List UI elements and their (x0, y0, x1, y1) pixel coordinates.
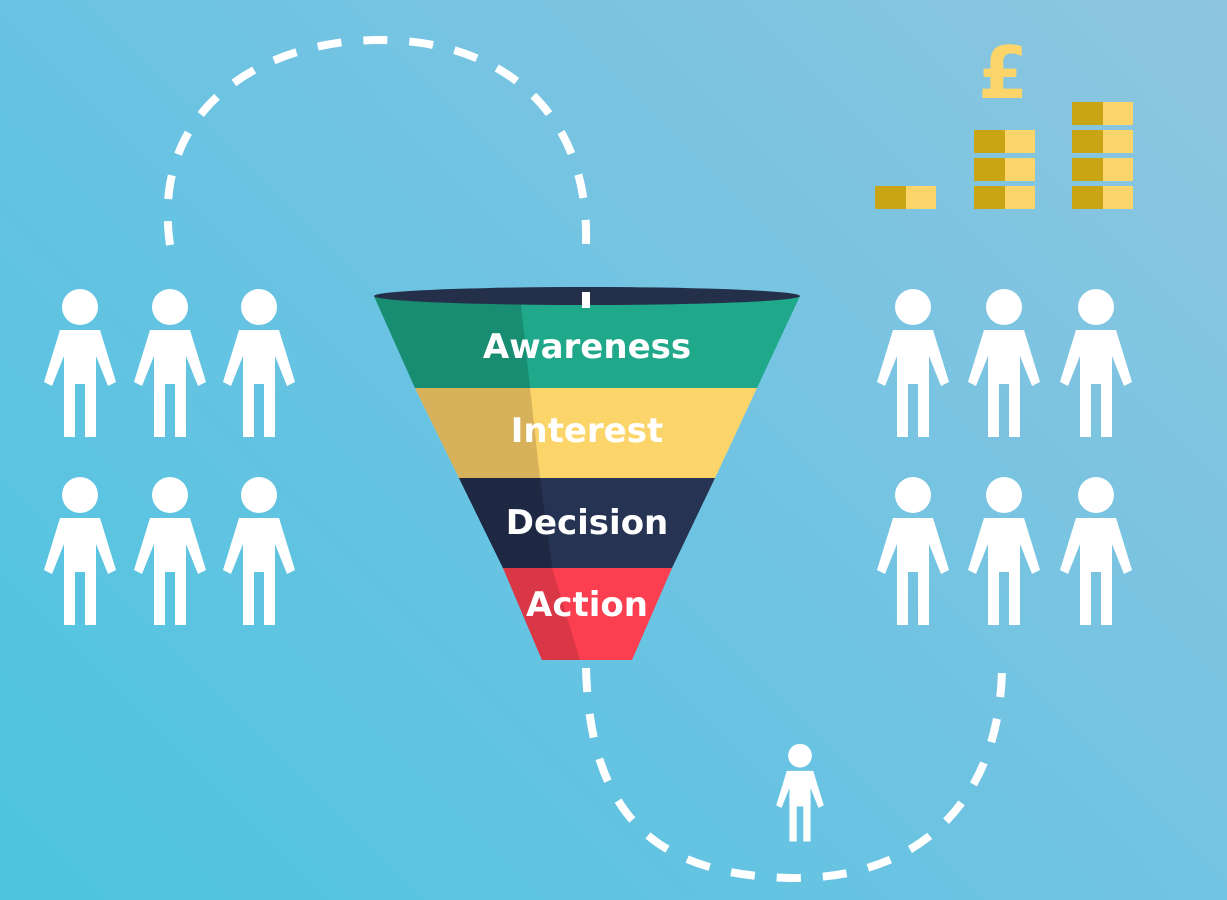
coin-icon (875, 186, 906, 209)
funnel-stage-action: Action (503, 568, 672, 660)
funnel-stage-awareness: Awareness (374, 296, 800, 388)
person-icon (134, 477, 206, 625)
converted-person-icon (776, 743, 824, 842)
coin-highlight (1103, 186, 1133, 209)
stage-label-interest: Interest (511, 411, 664, 451)
sales-funnel: Awareness Interest Decision Action (374, 287, 800, 660)
customers-group (877, 289, 1132, 625)
funnel-stage-interest: Interest (415, 388, 757, 478)
person-icon (968, 289, 1040, 437)
coin-icon (1072, 186, 1103, 209)
person-icon (134, 289, 206, 437)
coin-highlight (1005, 130, 1035, 153)
person-icon (877, 289, 949, 437)
journey-path-top (163, 35, 591, 246)
prospects-group (44, 289, 295, 625)
coin-highlight (1103, 158, 1133, 181)
coin-icon (1072, 158, 1103, 181)
funnel-stage-decision: Decision (459, 478, 715, 568)
journey-path-bottom (582, 667, 1006, 883)
person-icon (44, 289, 116, 437)
person-icon (1060, 477, 1132, 625)
coin-highlight (1005, 186, 1035, 209)
person-icon (877, 477, 949, 625)
person-icon (968, 477, 1040, 625)
coin-highlight (906, 186, 936, 209)
coin-icon (1072, 102, 1103, 125)
stage-label-action: Action (526, 585, 648, 625)
coin-icon (1072, 130, 1103, 153)
coin-icon (974, 158, 1005, 181)
person-icon (776, 743, 824, 842)
coin-icon (974, 186, 1005, 209)
coin-highlight (1103, 130, 1133, 153)
coin-stacks (875, 102, 1133, 209)
pound-sign-icon: £ (978, 31, 1028, 115)
person-icon (223, 477, 295, 625)
stage-label-decision: Decision (506, 503, 669, 543)
coin-highlight (1005, 158, 1035, 181)
person-icon (223, 289, 295, 437)
person-icon (1060, 289, 1132, 437)
coin-icon (974, 130, 1005, 153)
stage-label-awareness: Awareness (483, 327, 691, 367)
person-icon (44, 477, 116, 625)
coin-highlight (1103, 102, 1133, 125)
